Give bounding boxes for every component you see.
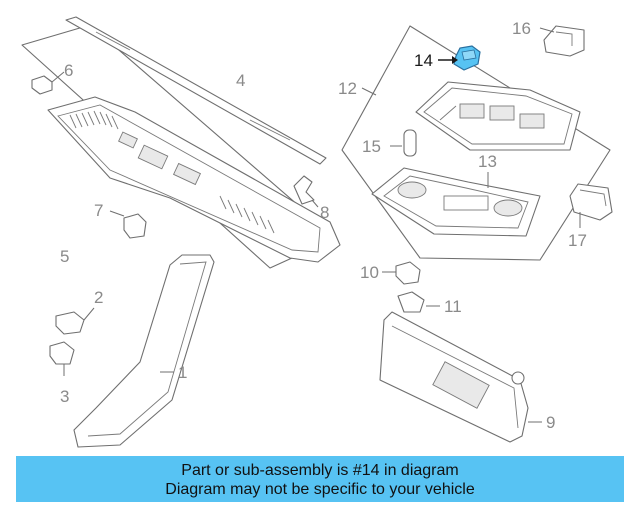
info-banner: Part or sub-assembly is #14 in diagram D…	[16, 456, 624, 502]
part-11-clip	[397, 291, 440, 313]
callout-2: 2	[94, 288, 103, 307]
callout-8: 8	[320, 203, 329, 222]
part-1-pillar	[73, 254, 215, 448]
callout-3: 3	[60, 387, 69, 406]
callout-6: 6	[64, 61, 73, 80]
banner-line-2: Diagram may not be specific to your vehi…	[165, 481, 475, 498]
part-8-bracket	[293, 175, 319, 208]
callout-10: 10	[360, 263, 379, 282]
parts-diagram: 1 2 3 4 5 6 7 8 9 10 11 12 13 14 15 16 1…	[21, 16, 613, 448]
callout-4: 4	[236, 71, 245, 90]
part-4-trim-strip	[65, 16, 327, 165]
callout-1: 1	[178, 363, 187, 382]
callout-13: 13	[478, 152, 497, 171]
callout-11: 11	[444, 297, 462, 316]
part-3-clip	[49, 341, 75, 376]
part-2-clip	[55, 307, 95, 335]
callout-17: 17	[568, 231, 587, 250]
callout-12: 12	[338, 79, 357, 98]
banner-line-1: Part or sub-assembly is #14 in diagram	[181, 462, 459, 479]
callout-5: 5	[60, 247, 69, 266]
part-9-sun-visor	[379, 311, 542, 443]
callout-15: 15	[362, 137, 381, 156]
part-5-panel-group	[21, 24, 341, 269]
part-7-clip	[109, 210, 147, 239]
part-15-bulb	[390, 129, 417, 157]
part-13-lower-console	[371, 167, 541, 237]
panel-ribs	[69, 110, 275, 234]
part-17-switch	[569, 183, 613, 228]
part-6-clip	[31, 71, 65, 95]
callout-labels: 1 2 3 4 5 6 7 8 9 10 11 12 13 14 15 16 1…	[60, 19, 587, 432]
callout-16: 16	[512, 19, 531, 38]
part-14-highlighted	[438, 45, 481, 71]
callout-7: 7	[94, 201, 103, 220]
callout-14: 14	[414, 51, 433, 70]
part-16-clip	[539, 25, 585, 57]
part-10-bracket	[382, 261, 421, 285]
callout-9: 9	[546, 413, 555, 432]
